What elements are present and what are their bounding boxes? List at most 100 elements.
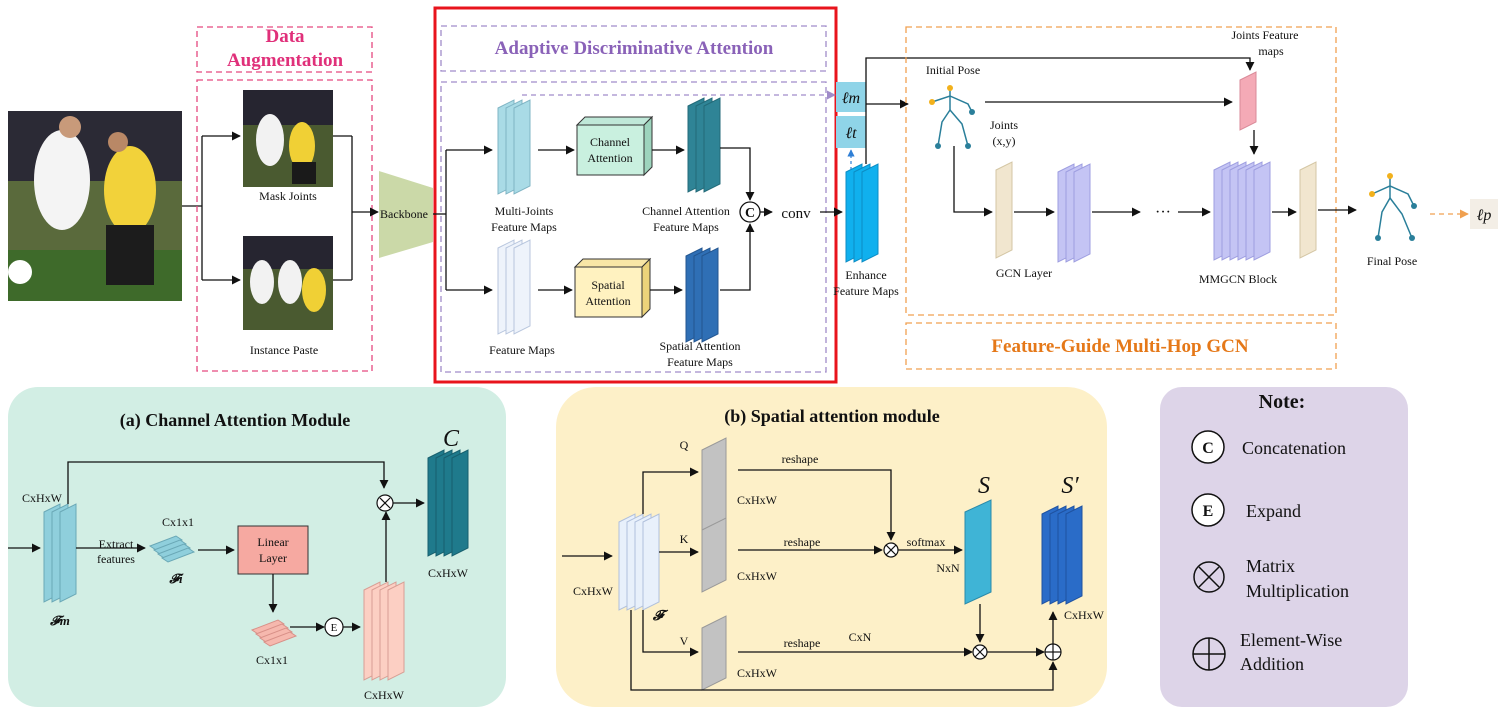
spatial-module-panel [556,387,1107,707]
instance-paste-image [243,236,333,330]
note-concat-letter: C [1202,440,1214,457]
channel-input-maps-fm [43,503,77,603]
backbone-block [379,171,433,258]
q-dim: CxHxW [737,493,778,507]
k-map [701,517,727,593]
mask-joints-label: Mask Joints [259,189,317,203]
note-concat-icon [1191,430,1225,464]
extract-label-1: Extract [99,537,134,551]
ada-box [440,81,827,373]
spatial-attention-label-2: Attention [585,294,630,308]
ada-title: Adaptive Discriminative Attention [495,38,774,59]
softmax-label: softmax [907,535,946,549]
channel-attention-label-1: Channel [590,135,631,149]
jfm-label-1: Joints Feature [1232,28,1299,42]
initial-pose-label: Initial Pose [926,63,980,77]
mmgcn-block [1213,161,1271,261]
v-map [701,615,727,691]
saf-label-1: Spatial Attention [660,339,741,353]
note-expand-icon [1191,493,1225,527]
reshape-k-label: reshape [784,535,821,549]
reshape-v-label: reshape [784,636,821,650]
channel-module-title: (a) Channel Attention Module [120,410,351,431]
enhance-label-2: Feature Maps [833,284,899,298]
gcn-layer-label: GCN Layer [996,266,1052,280]
note-expand-label: Expand [1246,501,1301,521]
note-matmul-icon [1193,561,1225,593]
gcn-title-box [905,322,1337,370]
multi-joints-feature-maps [497,99,531,195]
channel-attention-block [575,115,654,177]
channel-c-symbol: C [443,426,460,452]
cxn-label: CxN [849,630,872,644]
channel-c11-bottom: Cx1x1 [256,653,288,667]
channel-input-dim: CxHxW [22,491,63,505]
ada-title-box [440,25,827,72]
note-add-label-2: Addition [1240,654,1304,674]
loss-t-label: ℓt [845,125,857,142]
jfm-label-2: maps [1258,44,1284,58]
loss-p-label: ℓp [1477,207,1492,224]
loss-p-box [1470,199,1498,229]
s-map [964,499,992,605]
linear-layer-block [237,525,309,575]
channel-fi-vector [148,535,196,563]
note-matmul-label-1: Matrix [1246,556,1295,576]
data-augmentation-title-line2: Augmentation [227,50,344,71]
channel-bottom-dim: CxHxW [364,688,405,702]
s-prime-dim: CxHxW [1064,608,1105,622]
reshape-q-label: reshape [782,452,819,466]
initial-pose-skeleton [929,85,975,149]
joints-feature-map [1239,71,1257,131]
data-augmentation-title-line1: Data [265,26,305,47]
q-label: Q [680,438,689,452]
note-concat-label: Concatenation [1242,438,1346,458]
loss-m-box [836,82,866,112]
k-label: K [680,532,689,546]
channel-attention-label-2: Attention [587,151,632,165]
linear-layer-label-2: Layer [259,551,287,565]
loss-t-box [836,116,866,148]
caf-label-2: Feature Maps [653,220,719,234]
saf-label-2: Feature Maps [667,355,733,369]
expand-letter: E [331,622,338,634]
backbone-label: Backbone [380,207,428,221]
note-title: Note: [1259,391,1306,413]
s-symbol: S [978,473,990,499]
enhance-feature-maps [845,163,879,263]
k-dim: CxHxW [737,569,778,583]
final-pose-label: Final Pose [1367,254,1417,268]
mask-joints-image [243,90,333,187]
gcn-layer-block [995,161,1013,259]
note-add-label-1: Element-Wise [1240,630,1342,650]
q-map [701,437,727,533]
spatial-attention-block [573,257,652,319]
highlight-frame [433,6,838,384]
feature-maps [497,239,531,335]
channel-linear-output-vector [250,619,298,647]
conv-label: conv [781,206,811,222]
spatial-input-dim: CxHxW [573,584,614,598]
final-gcn-layer-block [1299,161,1317,259]
nxn-label: NxN [936,561,960,575]
joints-label-2: (x,y) [993,134,1016,148]
joints-label-1: Joints [990,118,1018,132]
conv-block [773,198,819,226]
multi-joints-label-2: Feature Maps [491,220,557,234]
v-label: V [680,634,689,648]
channel-c11-top: Cx1x1 [162,515,194,529]
note-matmul-label-2: Multiplication [1246,581,1349,601]
gcn-title: Feature-Guide Multi-Hop GCN [991,336,1248,357]
caf-label-1: Channel Attention [642,204,730,218]
s-prime-maps [1041,505,1083,605]
dots-label: ··· [1155,204,1171,221]
loss-m-label: ℓm [842,90,860,107]
data-augmentation-box [196,79,373,372]
gcn-feature-stack [1057,163,1091,263]
enhance-label-1: Enhance [845,268,886,282]
final-pose-skeleton [1369,173,1417,241]
channel-fi-label: 𝓕i [168,571,184,586]
mmgcn-label: MMGCN Block [1199,272,1277,286]
instance-paste-label: Instance Paste [250,343,318,357]
